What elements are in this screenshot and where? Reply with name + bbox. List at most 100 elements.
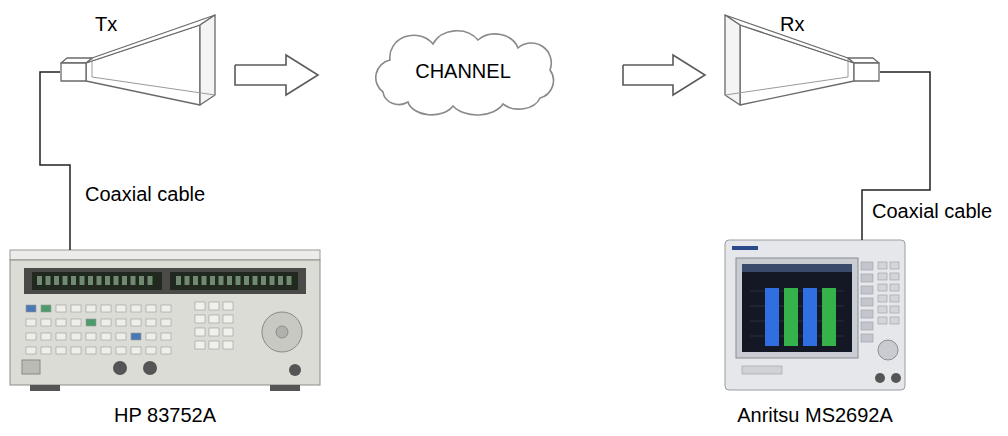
- display-band: [24, 268, 306, 294]
- panel-key: [26, 305, 36, 312]
- panel-key: [146, 319, 156, 326]
- feed-top: [848, 58, 879, 63]
- panel-key: [71, 333, 81, 340]
- panel-key: [56, 305, 66, 312]
- display-segment: [253, 276, 258, 285]
- panel-key: [116, 305, 126, 312]
- display-segment: [37, 276, 42, 285]
- panel-key: [56, 319, 66, 326]
- panel-key: [71, 305, 81, 312]
- panel-key: [71, 319, 81, 326]
- signal-flow-arrow: [235, 55, 318, 95]
- instrument-foot: [30, 385, 60, 391]
- rf-connector: [143, 361, 157, 375]
- spectrum-bar: [765, 288, 779, 346]
- usb-panel: [742, 366, 782, 374]
- panel-key: [890, 317, 899, 324]
- node-illustration: [10, 250, 320, 391]
- display-segment: [193, 276, 198, 285]
- panel-key: [26, 333, 36, 340]
- node-outline: [10, 250, 320, 430]
- instrument-top: [10, 250, 320, 260]
- spectrum-bar: [822, 288, 836, 346]
- panel-key: [890, 295, 899, 302]
- power-switch: [22, 360, 40, 374]
- panel-key: [41, 305, 51, 312]
- display-segment: [287, 276, 292, 285]
- display-segment: [88, 276, 93, 285]
- panel-key: [878, 273, 887, 280]
- display-window: [32, 272, 162, 290]
- horn-edge: [848, 58, 849, 77]
- panel-key: [41, 333, 51, 340]
- panel-key: [146, 305, 156, 312]
- keypad-key: [195, 315, 205, 323]
- horn-mouth: [200, 15, 215, 105]
- signal-flow-arrow: [623, 55, 705, 95]
- horn-mouth: [725, 15, 740, 105]
- panel-key: [86, 305, 96, 312]
- panel-key: [890, 262, 899, 269]
- panel-key: [878, 262, 887, 269]
- soft-key: [861, 310, 873, 318]
- panel-key: [101, 333, 111, 340]
- panel-key: [41, 347, 51, 354]
- node-outline: [60, 5, 235, 110]
- screen-header: [742, 264, 852, 272]
- keypad-key: [223, 302, 233, 310]
- instrument-label: Anritsu MS2692A: [720, 404, 910, 427]
- tuning-knob: [262, 312, 302, 352]
- display-segment: [261, 276, 266, 285]
- display-segment: [46, 276, 51, 285]
- panel-key: [86, 319, 96, 326]
- panel-key: [161, 347, 171, 354]
- rf-connector: [289, 364, 301, 376]
- display-segment: [71, 276, 76, 285]
- screen-frame: [736, 258, 858, 358]
- panel-key: [26, 319, 36, 326]
- panel-key: [146, 347, 156, 354]
- display-segment: [122, 276, 127, 285]
- panel-key: [116, 319, 126, 326]
- analyzer-screen: [742, 264, 852, 352]
- display-segment: [185, 276, 190, 285]
- keypad-key: [195, 341, 205, 349]
- soft-key: [861, 274, 873, 282]
- rotary-knob: [878, 340, 898, 360]
- panel-key: [101, 305, 111, 312]
- spectrum-bar: [803, 288, 817, 346]
- display-segment: [176, 276, 181, 285]
- soft-key: [861, 298, 873, 306]
- antenna-label: Tx: [95, 13, 155, 36]
- soft-key: [861, 334, 873, 342]
- display-segment: [219, 276, 224, 285]
- panel-key: [890, 284, 899, 291]
- signal-generator: HP 83752A: [10, 250, 320, 430]
- panel-key: [890, 273, 899, 280]
- feed-top: [61, 58, 92, 63]
- display-segment: [80, 276, 85, 285]
- panel-key: [116, 333, 126, 340]
- channel-cloud: CHANNEL: [318, 30, 623, 110]
- spectrum-bar: [784, 288, 798, 346]
- panel-key: [101, 319, 111, 326]
- channel-label: CHANNEL: [363, 60, 563, 83]
- cable-label: Coaxial cable: [872, 200, 1006, 223]
- display-segment: [114, 276, 119, 285]
- keypad-key: [209, 328, 219, 336]
- display-window: [170, 272, 298, 290]
- panel-key: [146, 333, 156, 340]
- horn-side: [740, 25, 854, 105]
- display-segment: [227, 276, 232, 285]
- display-segment: [131, 276, 136, 285]
- horn-edge: [92, 77, 215, 95]
- display-segment: [105, 276, 110, 285]
- horn-edge: [92, 58, 93, 77]
- panel-key: [116, 347, 126, 354]
- instrument-front: [10, 260, 320, 385]
- node-illustration: [61, 15, 215, 105]
- panel-key: [161, 333, 171, 340]
- keypad-key: [195, 302, 205, 310]
- display-segment: [270, 276, 275, 285]
